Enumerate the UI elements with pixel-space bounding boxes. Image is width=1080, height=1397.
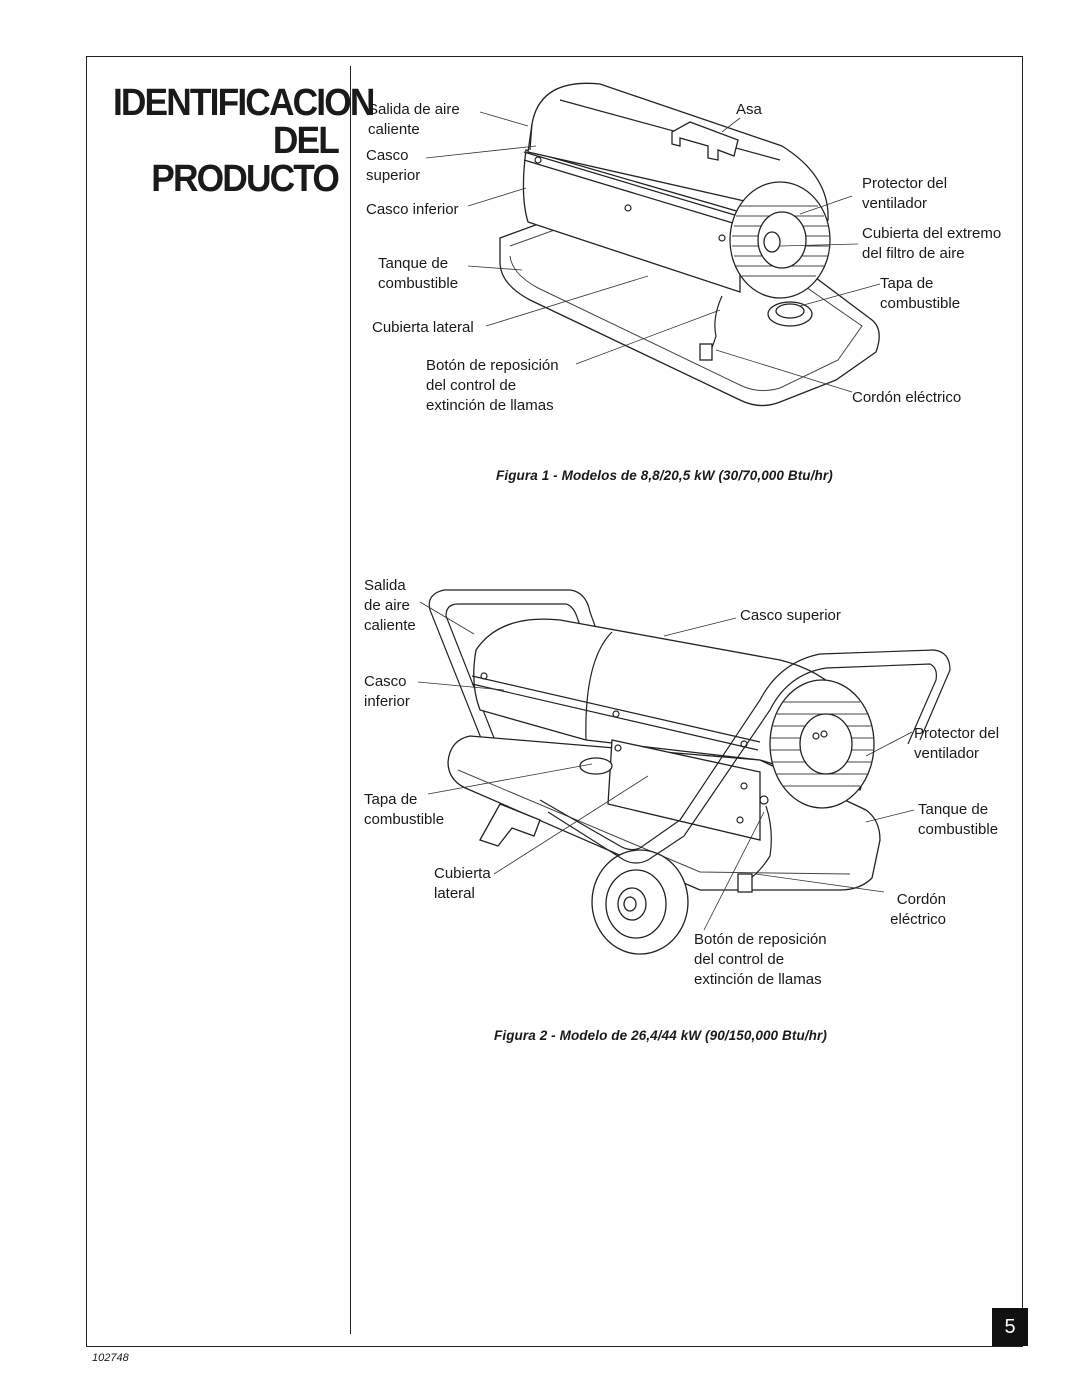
page-frame bbox=[86, 56, 1023, 1347]
title-line-1: IDENTIFICACION bbox=[112, 82, 375, 124]
figure-1-caption: Figura 1 - Modelos de 8,8/20,5 kW (30/70… bbox=[496, 468, 833, 483]
fig2-label-fan-guard: Protector del ventilador bbox=[914, 725, 1000, 762]
fig2-label-side-cover: Cubierta lateral bbox=[434, 865, 491, 902]
fig1-label-upper-shell: Casco superior bbox=[366, 147, 421, 184]
fig1-label-power-cord: Cordón eléctrico bbox=[852, 389, 962, 406]
fig1-label-fan-guard: Protector del ventilador bbox=[862, 175, 948, 212]
fig1-label-handle: Asa bbox=[736, 101, 762, 118]
fig2-label-upper-shell: Casco superior bbox=[740, 607, 841, 624]
fig2-label-lower-shell: Casco inferior bbox=[364, 673, 410, 710]
section-title: IDENTIFICACION DEL PRODUCTO bbox=[112, 82, 375, 200]
fig2-front-stand bbox=[479, 803, 541, 847]
fig1-label-reset-button: Botón de reposición del control de extin… bbox=[426, 357, 559, 414]
document-id: 102748 bbox=[92, 1352, 129, 1364]
fig2-label-reset-button: Botón de reposición del control de extin… bbox=[694, 931, 827, 988]
fig1-label-lower-shell: Casco inferior bbox=[366, 201, 459, 218]
figure-2-caption: Figura 2 - Modelo de 26,4/44 kW (90/150,… bbox=[494, 1028, 827, 1043]
fig2-label-fuel-tank: Tanque de combustible bbox=[918, 801, 999, 838]
fig1-label-side-cover: Cubierta lateral bbox=[372, 319, 474, 336]
page-number: 5 bbox=[992, 1308, 1028, 1346]
fig2-label-power-cord: Cordón eléctrico bbox=[890, 891, 946, 928]
fig1-lower-shell bbox=[522, 149, 741, 293]
fig2-label-hot-air-outlet: Salida de aire caliente bbox=[364, 577, 416, 634]
fig2-fuel-cap bbox=[579, 757, 613, 775]
fig1-label-hot-air-outlet: Salida de aire caliente bbox=[368, 101, 460, 138]
fig1-handle bbox=[671, 121, 739, 161]
fig2-power-cord bbox=[747, 805, 772, 881]
column-divider bbox=[350, 66, 351, 1334]
title-line-2: DEL bbox=[272, 120, 340, 162]
title-line-3: PRODUCTO bbox=[151, 158, 340, 200]
fig1-label-air-filter-cover: Cubierta del extremo del filtro de aire bbox=[862, 225, 1002, 262]
fig2-label-fuel-cap: Tapa de combustible bbox=[364, 791, 445, 828]
fig2-side-cover bbox=[607, 739, 761, 841]
fig2-handle-frame bbox=[428, 589, 601, 807]
fig1-label-fuel-cap: Tapa de combustible bbox=[880, 275, 961, 312]
fig1-label-fuel-tank: Tanque de combustible bbox=[378, 255, 459, 292]
fig1-upper-shell bbox=[527, 82, 829, 221]
